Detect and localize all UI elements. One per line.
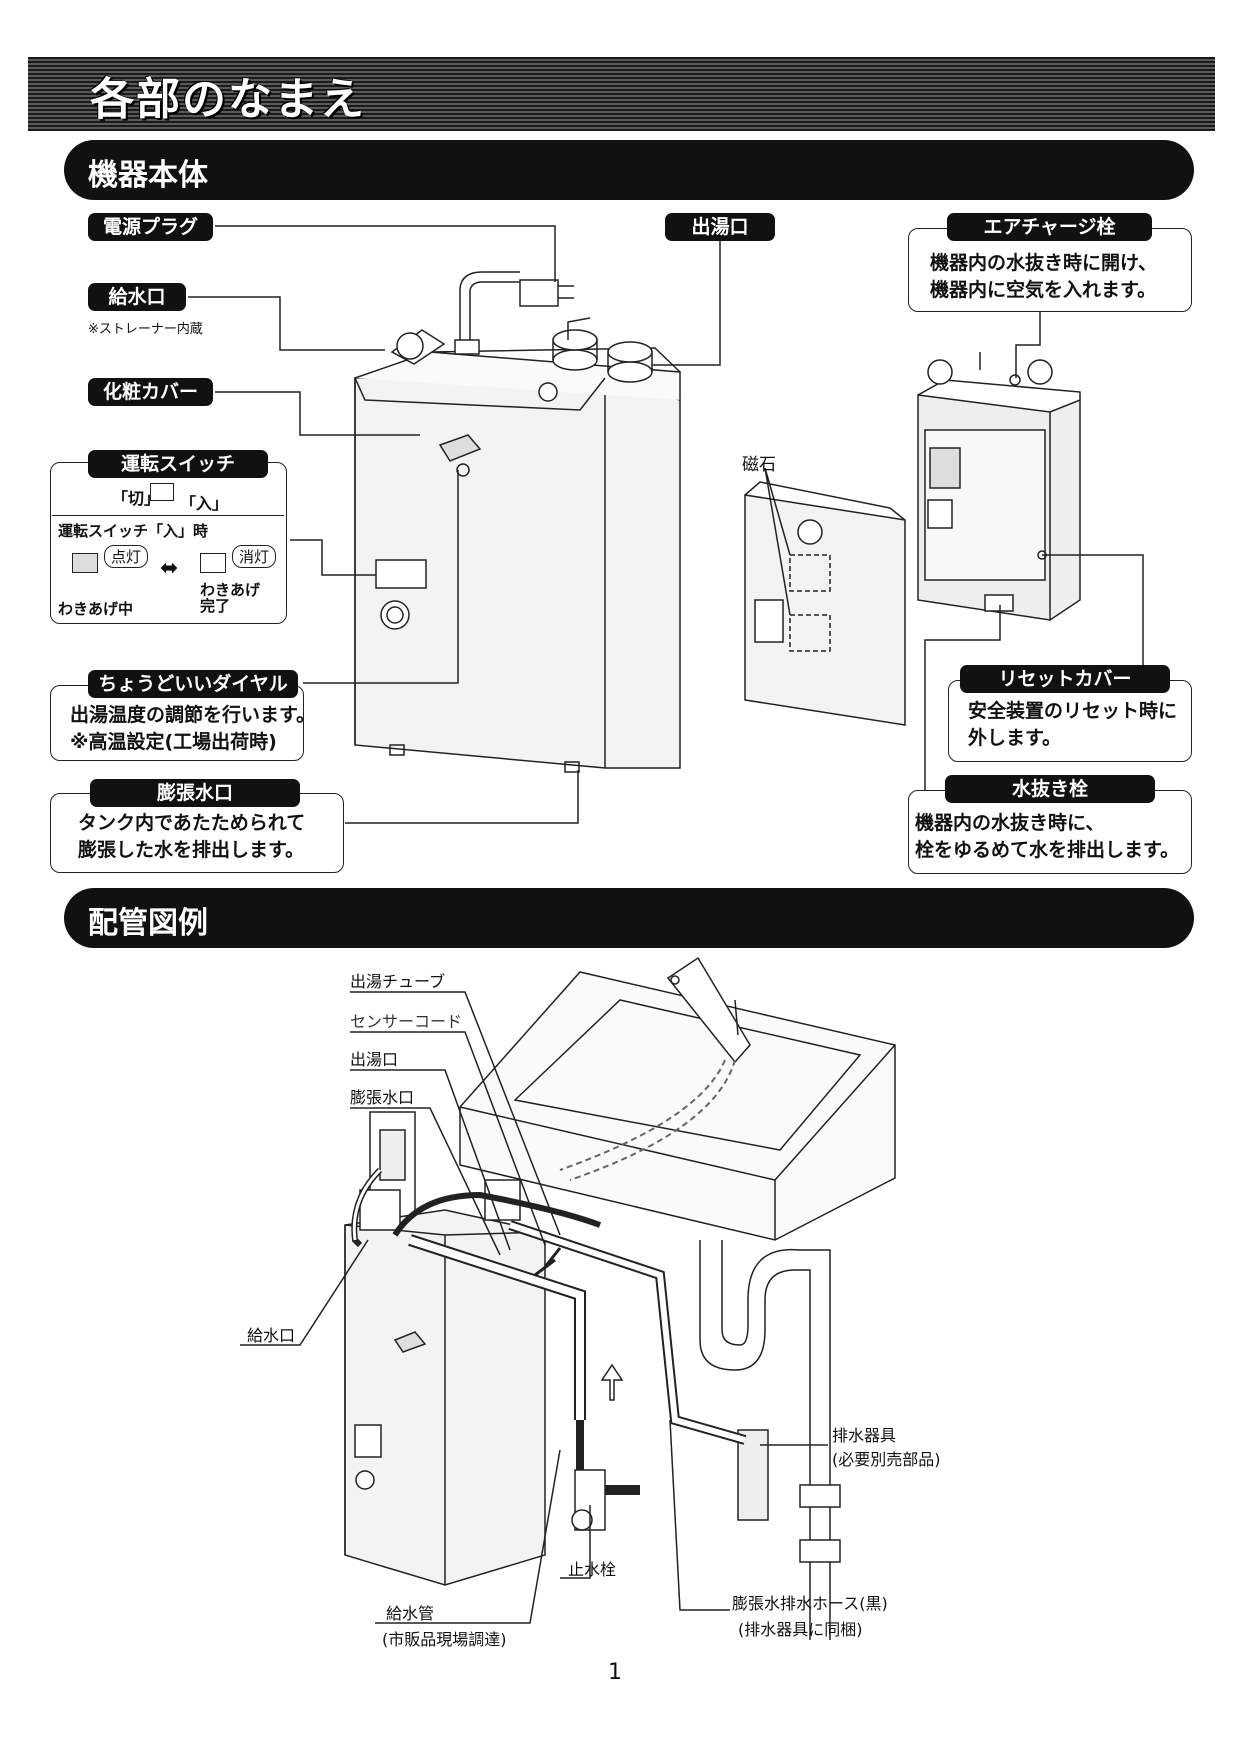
section-bar-main-unit [64, 140, 1194, 200]
air-desc-1: 機器内の水抜き時に開け、 [930, 252, 1158, 274]
pipe-label-hot-outlet: 出湯口 [350, 1050, 399, 1069]
label-drain-valve: 水抜き栓 [945, 775, 1155, 803]
label-power-plug: 電源プラグ [88, 213, 213, 241]
label-run-switch: 運転スイッチ [88, 450, 268, 478]
right-unit-illustration [917, 352, 1081, 621]
label-expansion-outlet: 膨張水口 [90, 779, 300, 807]
section-title-main-unit: 機器本体 [88, 158, 208, 193]
double-arrow-icon: ⬌ [160, 556, 179, 581]
pipe-label-stop-valve: 止水栓 [568, 1560, 617, 1579]
pipe-label-supply-pipe-note: (市販品現場調達) [382, 1630, 507, 1649]
dial-desc-2: ※高温設定(工場出荷時) [70, 731, 277, 753]
pipe-label-expansion-outlet: 膨張水口 [350, 1088, 415, 1107]
lamp-on-icon [72, 553, 98, 573]
label-reset-cover: リセットカバー [960, 665, 1170, 693]
title-bar [28, 57, 1215, 131]
lamp-off-icon [200, 553, 226, 573]
label-water-inlet: 給水口 [88, 283, 186, 311]
pipe-label-drain-fixture-note: (必要別売部品) [832, 1450, 941, 1469]
switch-icon [150, 483, 174, 501]
pipe-label-water-inlet: 給水口 [247, 1326, 296, 1345]
run-switch-box [50, 462, 287, 624]
expansion-desc-1: タンク内であたためられて [78, 812, 306, 834]
divider [52, 515, 284, 516]
pipe-label-expansion-hose: 膨張水排水ホース(黒) [732, 1594, 888, 1613]
sink-illustration [459, 956, 896, 1640]
pipe-label-expansion-hose-note: (排水器具に同梱) [738, 1620, 863, 1639]
water-inlet-note: ※ストレーナー内蔵 [88, 322, 203, 337]
lamp-on-label: 点灯 [104, 545, 149, 568]
section-bar-piping [64, 888, 1194, 948]
magnet-label: 磁石 [742, 455, 776, 475]
piping-unit-illustration [344, 1167, 747, 1586]
label-hot-outlet: 出湯口 [665, 213, 775, 241]
section-title-piping: 配管図例 [88, 906, 208, 941]
heating-done-label: わきあげ 完了 [200, 581, 261, 615]
reset-desc-1: 安全装置のリセット時に [968, 700, 1178, 722]
expansion-desc-2: 膨張した水を排出します。 [78, 839, 305, 861]
drain-desc-1: 機器内の水抜き時に、 [915, 812, 1105, 834]
pipe-label-sensor-cord: センサーコード [350, 1012, 463, 1031]
heating-label: わきあげ中 [58, 600, 134, 618]
label-cover: 化粧カバー [88, 378, 213, 406]
reset-desc-2: 外します。 [968, 727, 1062, 749]
cover-illustration [744, 481, 906, 726]
label-dial: ちょうどいいダイヤル [88, 670, 298, 698]
drain-desc-2: 栓をゆるめて水を排出します。 [915, 839, 1180, 861]
label-air-valve: エアチャージ栓 [947, 213, 1152, 241]
lamp-off-label: 消灯 [232, 545, 277, 568]
air-desc-2: 機器内に空気を入れます。 [930, 279, 1157, 301]
switch-off-label: 「切」 [112, 489, 161, 508]
switch-on-label: 「入」 [180, 494, 229, 513]
switch-on-state: 運転スイッチ「入」時 [58, 522, 209, 540]
dial-desc-1: 出湯温度の調節を行います。 [70, 704, 316, 726]
main-unit-illustration [354, 271, 681, 773]
drain-box [908, 790, 1192, 874]
reset-box [948, 680, 1192, 762]
page-number: 1 [608, 1660, 622, 1685]
pipe-label-hot-tube: 出湯チューブ [350, 972, 446, 991]
page-title: 各部のなまえ [90, 74, 366, 125]
pipe-label-drain-fixture: 排水器具 [832, 1426, 897, 1445]
pipe-label-supply-pipe: 給水管 [386, 1604, 435, 1623]
